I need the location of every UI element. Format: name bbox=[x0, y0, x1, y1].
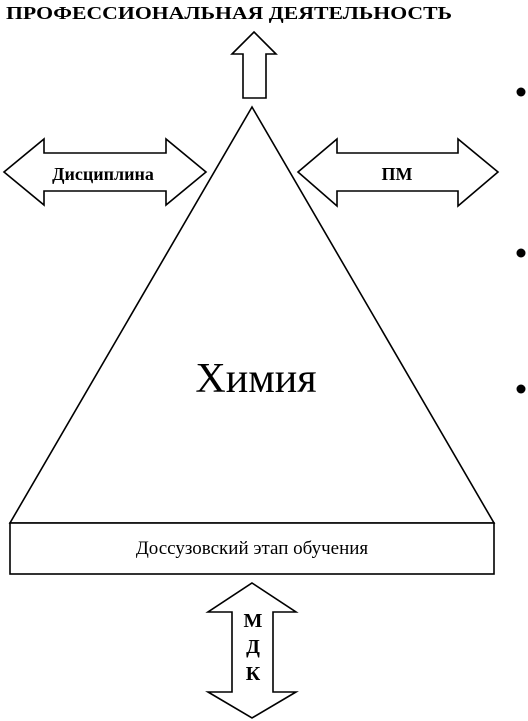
bottom-vertical-double-arrow bbox=[205, 582, 299, 719]
right-double-arrow bbox=[296, 137, 500, 208]
base-stage-label: Доссузовский этап обучения bbox=[136, 538, 369, 559]
up-arrow bbox=[230, 30, 278, 99]
page-title: ПРОФЕССИОНАЛЬНАЯ ДЕЯТЕЛЬНОСТЬ bbox=[6, 3, 452, 23]
mdk-letter-d: Д bbox=[246, 636, 260, 658]
discipline-label: Дисциплина bbox=[52, 164, 154, 184]
chemistry-label: Химия bbox=[195, 356, 316, 402]
pm-label: ПМ bbox=[382, 164, 413, 184]
bullet-1 bbox=[516, 87, 526, 97]
bullet-2 bbox=[516, 248, 526, 258]
bullet-3 bbox=[516, 384, 526, 394]
mdk-letter-m: М bbox=[244, 610, 263, 632]
mdk-letter-k: К bbox=[246, 663, 261, 685]
base-rectangle bbox=[9, 522, 495, 575]
left-double-arrow bbox=[2, 137, 208, 207]
